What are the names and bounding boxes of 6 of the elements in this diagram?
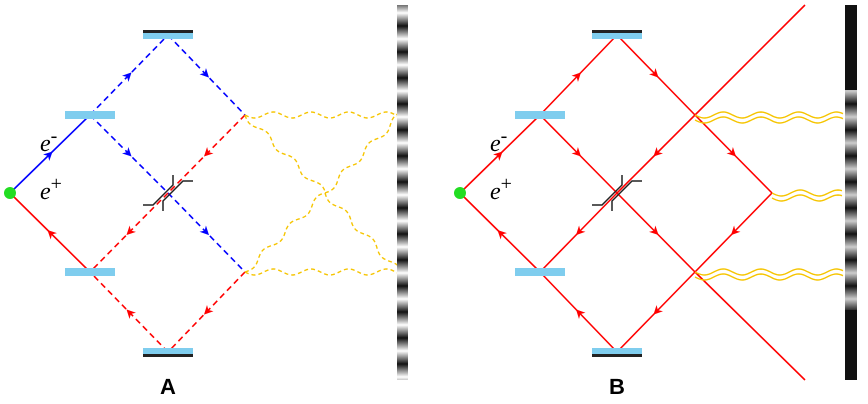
particle-label: e$^{-}$ [40, 126, 58, 156]
particle-label: e$^{+}$ [490, 174, 512, 204]
panel-label: A [160, 376, 176, 398]
particle-label: e$^{+}$ [40, 174, 62, 204]
particle-label: e$^{-}$ [490, 126, 508, 156]
panel-label: B [609, 376, 625, 398]
